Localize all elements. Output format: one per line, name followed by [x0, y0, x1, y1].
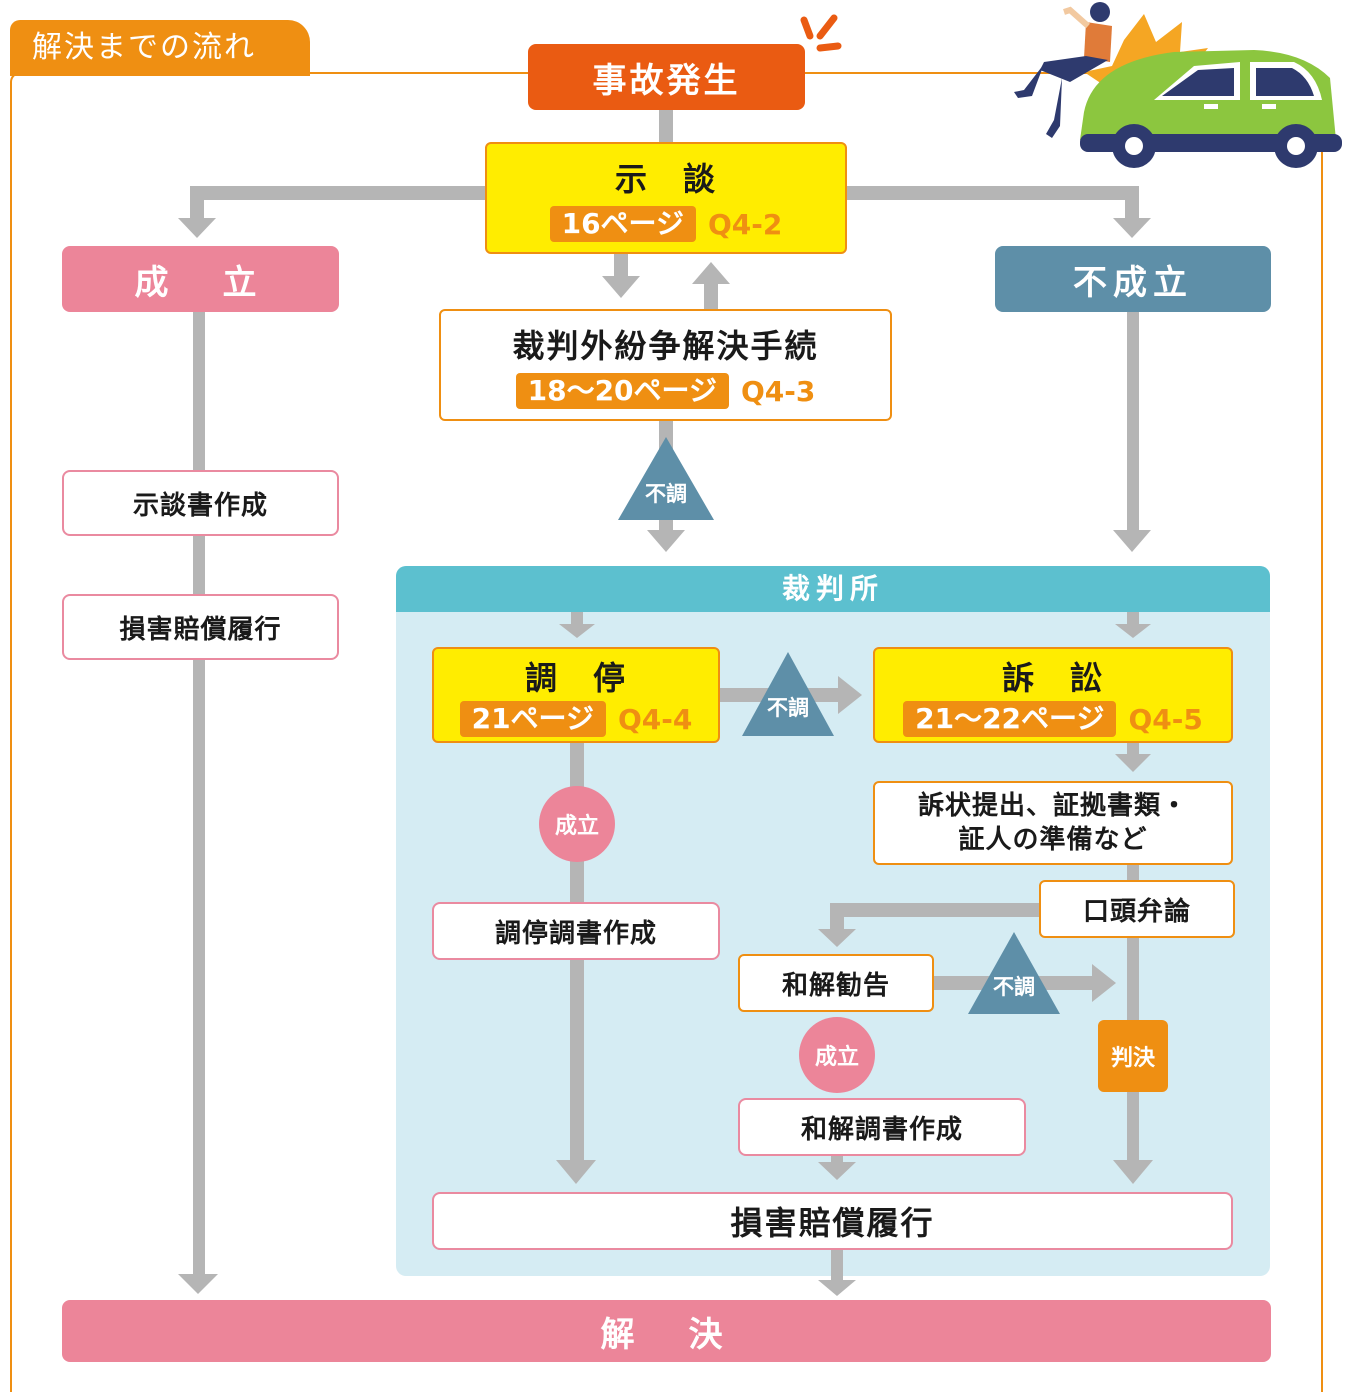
judgment-badge: 判決 — [1098, 1020, 1168, 1092]
connector — [1127, 612, 1139, 626]
oral-argument-node: 口頭弁論 — [1039, 880, 1235, 938]
fuchou-triangle-icon — [968, 932, 1060, 1014]
fuchou-triangle-icon — [742, 652, 834, 736]
mediation-q: Q4-4 — [618, 702, 693, 736]
accident-node: 事故発生 — [528, 44, 805, 110]
mediation-pages: 21ページ — [459, 701, 606, 737]
section-tab: 解決までの流れ — [10, 20, 310, 76]
mediation-title: 調 停 — [524, 659, 627, 697]
adr-q: Q4-3 — [740, 374, 816, 408]
failure-node: 不成立 — [995, 246, 1271, 312]
compensation-left-node: 損害賠償履行 — [62, 594, 339, 660]
arrow-down-icon — [647, 530, 685, 552]
connector — [1125, 186, 1139, 220]
arrow-down-icon — [556, 1160, 596, 1184]
connector — [846, 186, 1139, 200]
arrow-down-icon — [1113, 1160, 1153, 1184]
filing-node: 訴状提出、証拠書類・ 証人の準備など — [873, 781, 1233, 865]
arrow-down-icon — [1113, 530, 1151, 552]
connector — [190, 186, 486, 200]
connector — [190, 186, 204, 220]
connector — [614, 252, 628, 278]
settlement-doc-node: 示談書作成 — [62, 470, 339, 536]
seiritsu-badge: 成立 — [539, 786, 615, 862]
settlement-q: Q4-2 — [708, 207, 783, 241]
connector — [1127, 742, 1139, 756]
arrow-down-icon — [602, 276, 640, 298]
lawsuit-pages: 21〜22ページ — [903, 701, 1117, 737]
arrow-down-icon — [1115, 754, 1151, 772]
connector — [1127, 310, 1139, 530]
filing-line2: 証人の準備など — [958, 825, 1148, 855]
settlement-pages: 16ページ — [549, 206, 696, 242]
arrow-right-icon — [838, 676, 862, 714]
mediation-node: 調 停 21ページ Q4-4 — [432, 647, 720, 743]
connector — [830, 903, 844, 931]
adr-title: 裁判外紛争解決手続 — [512, 327, 819, 365]
arrow-down-icon — [178, 218, 216, 238]
arrow-right-icon — [1092, 964, 1116, 1002]
arrow-down-icon — [818, 1280, 856, 1296]
car-accident-illustration — [1014, 2, 1342, 168]
connector — [831, 1250, 843, 1282]
connector — [704, 282, 718, 310]
mediation-doc-node: 調停調書作成 — [432, 902, 720, 960]
resolution-node: 解 決 — [62, 1300, 1271, 1362]
success-node: 成 立 — [62, 246, 339, 312]
arrow-down-icon — [559, 624, 595, 638]
fuchou-triangle-icon — [618, 437, 714, 520]
adr-node: 裁判外紛争解決手続 18〜20ページ Q4-3 — [439, 309, 892, 421]
fuchou-label: 不調 — [993, 975, 1035, 999]
lawsuit-title: 訴 訟 — [1001, 659, 1104, 697]
adr-pages: 18〜20ページ — [515, 373, 729, 409]
compensation-court-node: 損害賠償履行 — [432, 1192, 1233, 1250]
fuchou-label: 不調 — [645, 482, 687, 506]
lawsuit-node: 訴 訟 21〜22ページ Q4-5 — [873, 647, 1233, 743]
seiritsu-badge: 成立 — [799, 1017, 875, 1093]
lawsuit-q: Q4-5 — [1128, 702, 1203, 736]
filing-line1: 訴状提出、証拠書類・ — [917, 791, 1188, 821]
reconciliation-doc-node: 和解調書作成 — [738, 1098, 1026, 1156]
arrow-down-icon — [818, 929, 856, 947]
settlement-node: 示 談 16ページ Q4-2 — [485, 142, 847, 254]
arrow-down-icon — [178, 1274, 218, 1294]
connector — [830, 903, 1040, 917]
arrow-down-icon — [1115, 624, 1151, 638]
settlement-title: 示 談 — [614, 160, 717, 198]
arrow-down-icon — [818, 1162, 856, 1180]
connector — [659, 108, 673, 144]
connector — [571, 612, 583, 626]
arrow-up-icon — [692, 262, 730, 284]
connector — [193, 310, 205, 1276]
reconciliation-advice-node: 和解勧告 — [738, 954, 934, 1012]
court-header: 裁判所 — [396, 566, 1270, 612]
arrow-down-icon — [1113, 218, 1151, 238]
fuchou-label: 不調 — [767, 696, 809, 720]
